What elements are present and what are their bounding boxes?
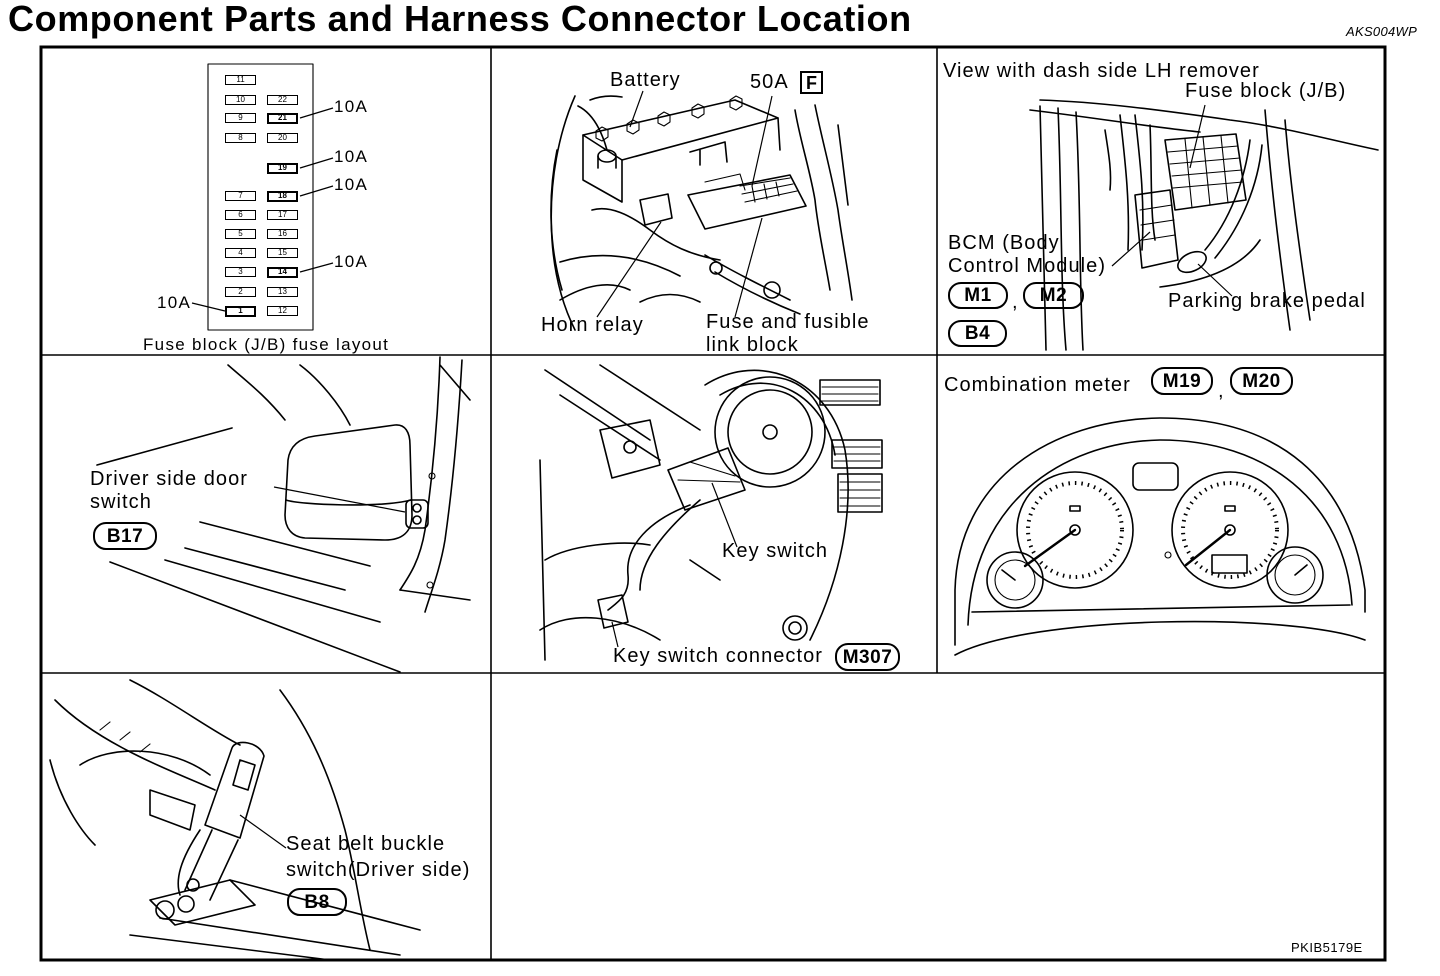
fuse-cell: 22	[267, 95, 298, 105]
dash-view-illustration	[1029, 99, 1379, 351]
connector-badge-m20: M20	[1230, 367, 1293, 395]
fuse-cell: 8	[225, 133, 256, 143]
fuse-cell: 17	[267, 210, 298, 220]
bcm-label-line2: Control Module)	[948, 255, 1107, 277]
fuse-block-outline	[191, 63, 334, 331]
fuse-cell: 7	[225, 191, 256, 201]
fuse-cell-10a: 19	[267, 163, 298, 174]
key-switch-connector-label: Key switch connector	[613, 645, 823, 667]
combination-meter-illustration	[954, 417, 1366, 656]
connector-badge-m2: M2	[1023, 282, 1084, 309]
fuse-cell: 13	[267, 287, 298, 297]
document-code: AKS004WP	[1346, 24, 1418, 39]
fusible-link-rating: 50A	[750, 71, 789, 93]
fuse-cell-10a: 14	[267, 267, 298, 278]
engine-bay-illustration	[550, 90, 853, 331]
fuse-link-block-label: Fuse and fusible	[706, 311, 870, 333]
fuse-cell: 3	[225, 267, 256, 277]
fuse-block-label: Fuse block (J/B)	[1185, 80, 1347, 102]
fuse-cell-10a: 18	[267, 191, 298, 202]
door-switch-label: Driver side door	[90, 468, 248, 490]
battery-label: Battery	[610, 69, 681, 91]
page-title: Component Parts and Harness Connector Lo…	[8, 0, 912, 39]
fuse-cell: 6	[225, 210, 256, 220]
fuse-cell-10a: 1	[225, 306, 256, 317]
fuse-cell-10a: 21	[267, 113, 298, 124]
fuse-cell: 12	[267, 306, 298, 316]
fuse-cell: 15	[267, 248, 298, 258]
connector-badge-b8: B8	[287, 888, 347, 916]
fuse-rating-label: 10A	[157, 293, 192, 312]
connector-badge-m1: M1	[948, 282, 1008, 309]
fuse-layout-caption: Fuse block (J/B) fuse layout	[143, 335, 390, 354]
seat-belt-switch-label: Seat belt buckle	[286, 833, 446, 855]
fuse-cell: 11	[225, 75, 256, 85]
fuse-rating-label: 10A	[334, 175, 369, 194]
fuse-cell: 16	[267, 229, 298, 239]
fuse-cell: 2	[225, 287, 256, 297]
driver-door-illustration	[96, 356, 471, 673]
fuse-cell: 10	[225, 95, 256, 105]
fuse-cell: 20	[267, 133, 298, 143]
fuse-rating-label: 10A	[334, 97, 369, 116]
parking-brake-pedal-label: Parking brake pedal	[1168, 290, 1366, 312]
fuse-cell: 4	[225, 248, 256, 258]
key-switch-illustration	[539, 364, 883, 661]
fuse-rating-label: 10A	[334, 252, 369, 271]
fusible-link-tag: F	[800, 71, 823, 94]
combination-meter-label: Combination meter	[944, 374, 1131, 396]
connector-badge-m307: M307	[835, 643, 900, 671]
bcm-label: BCM (Body	[948, 232, 1060, 254]
connector-separator: ,	[1218, 380, 1225, 402]
fuse-link-block-label-line2: link block	[706, 334, 799, 356]
fuse-cell: 9	[225, 113, 256, 123]
connector-badge-b4: B4	[948, 320, 1007, 347]
connector-badge-b17: B17	[93, 522, 157, 550]
door-switch-label-line2: switch	[90, 491, 152, 513]
seat-belt-switch-label-line2: switch(Driver side)	[286, 859, 471, 881]
panel-grid	[39, 45, 1387, 962]
connector-separator: ,	[1012, 291, 1019, 313]
connector-badge-m19: M19	[1151, 367, 1213, 395]
figure-code: PKIB5179E	[1291, 940, 1363, 955]
fuse-cell: 5	[225, 229, 256, 239]
fuse-rating-label: 10A	[334, 147, 369, 166]
horn-relay-label: Horn relay	[541, 314, 644, 336]
key-switch-label: Key switch	[722, 540, 829, 562]
view-note: View with dash side LH remover	[943, 60, 1260, 82]
seat-belt-illustration	[49, 679, 421, 961]
